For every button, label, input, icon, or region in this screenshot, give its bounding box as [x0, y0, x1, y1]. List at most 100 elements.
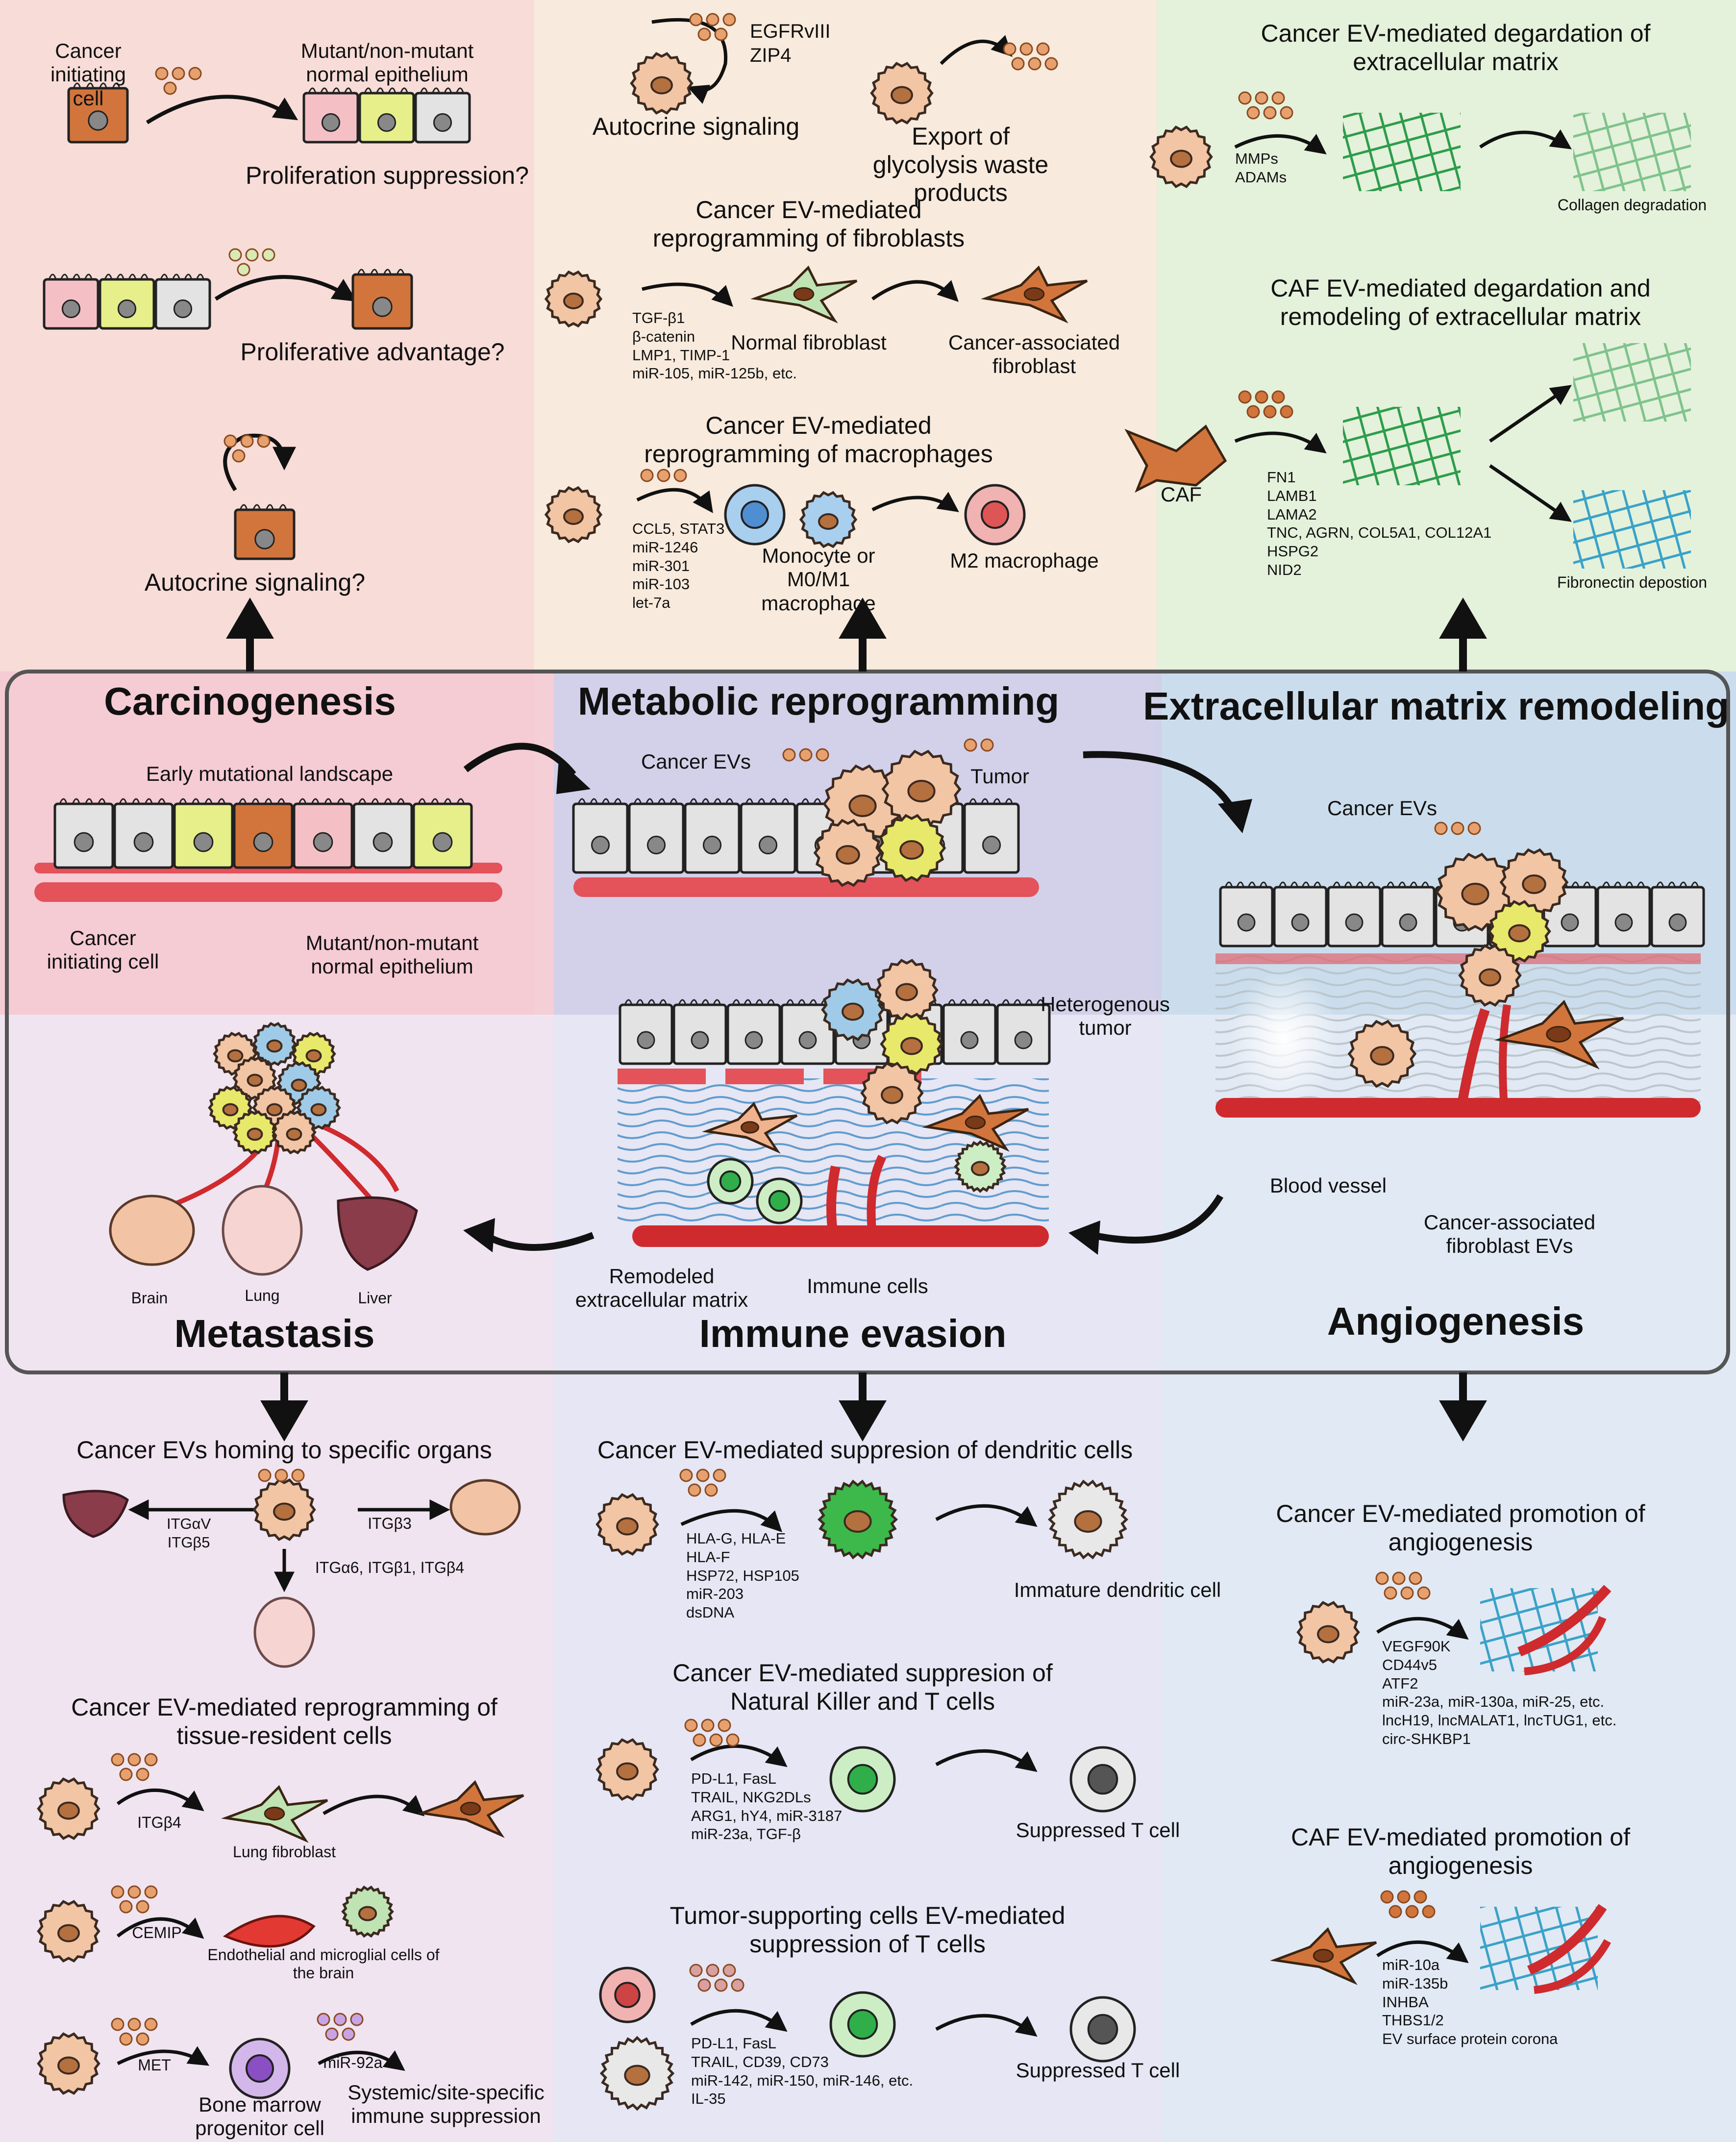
mets-itg-brain: ITGβ3 — [368, 1515, 412, 1532]
tumor-supporting-cell-nucleus — [614, 1982, 641, 2008]
normal-epi-cell-villus — [60, 274, 69, 280]
epi-cell-villus — [947, 999, 956, 1005]
epi-cell-villus — [1301, 881, 1310, 888]
epi-cell-villus — [1613, 881, 1622, 888]
cargo-item: IL-35 — [691, 2090, 726, 2108]
ev-dot — [1028, 57, 1042, 71]
normal-epi-cell-nucleus — [377, 113, 397, 132]
ecm-cargo1: MMPs ADAMs — [1235, 149, 1287, 187]
epi-cell-nucleus — [1561, 913, 1579, 932]
epi-cell-villus — [809, 999, 818, 1005]
tumor-cell-nucleus — [907, 780, 936, 802]
epi-cell-villus — [755, 999, 764, 1005]
monocyte-nucleus — [741, 500, 769, 529]
ev-dot — [1246, 405, 1260, 419]
normal-epi-cell-villus — [196, 274, 204, 280]
ev-dot — [1238, 91, 1252, 105]
epi-cell-villus — [981, 798, 989, 804]
ev-dot — [731, 1978, 744, 1992]
epi-cell-villus — [384, 798, 392, 804]
epi-cell-villus — [713, 999, 721, 1005]
cargo-item: CD44v5 — [1382, 1656, 1437, 1673]
epi-cell-nucleus — [313, 832, 333, 852]
epi-cell-nucleus — [702, 835, 722, 855]
epi-cell-villus — [1571, 881, 1580, 888]
ev-dot — [1414, 1890, 1427, 1904]
hub-heterogenous-label: Heterogenous tumor — [1041, 993, 1170, 1040]
t-cell-nucleus — [847, 2009, 878, 2040]
cargo-item: HLA-F — [686, 1548, 730, 1566]
epi-cell-nucleus — [1345, 913, 1364, 932]
imm-nk-title: Cancer EV-mediated suppresion of Natural… — [672, 1659, 1053, 1715]
epi-cell-villus — [1036, 999, 1045, 1005]
tumor-cell-nucleus — [881, 1086, 903, 1104]
epi-cell-villus — [601, 798, 610, 804]
epi-cell-villus — [371, 798, 379, 804]
ev-dot — [640, 469, 654, 482]
ecm-collagen: Collagen degradation — [1557, 196, 1707, 214]
ev-dot — [673, 469, 687, 482]
ev-dot — [726, 1733, 740, 1747]
epi-cell-villus — [725, 798, 734, 804]
cancer-cell-nucleus — [616, 1517, 639, 1536]
angiogenesis-arrows — [1376, 1617, 1469, 1964]
mets-itg-liver: ITGαV ITGβ5 — [167, 1515, 211, 1552]
ev-dot — [782, 748, 796, 762]
ev-dot — [188, 67, 202, 80]
epi-cell-villus — [713, 798, 722, 804]
mets-reprog-title: Cancer EV-mediated reprogramming of tiss… — [71, 1694, 497, 1749]
epi-cell-nucleus — [1399, 913, 1417, 932]
ev-dot — [1397, 1890, 1411, 1904]
epi-cell-villus — [659, 999, 668, 1005]
normal-epi-cell-villus — [308, 87, 317, 94]
epithelium-metabolic — [573, 877, 1039, 897]
epi-cell-villus — [1278, 881, 1287, 888]
endothelial-cell — [223, 1915, 316, 1948]
epi-cell-nucleus — [1237, 913, 1256, 932]
epi-cell-villus — [277, 798, 286, 804]
ev-dot — [333, 2013, 347, 2026]
cargo-item: ITGαV — [167, 1515, 211, 1532]
epi-cell-villus — [1583, 881, 1591, 888]
cargo-item: TRAIL, NKG2DLs — [691, 1788, 811, 1806]
met-fib-cargo: TGF-β1 β-catenin LMP1, TIMP-1 miR-105, m… — [632, 309, 797, 383]
normal-epi-cell-villus — [444, 87, 452, 94]
tumor-cell-nucleus — [1479, 968, 1501, 987]
ev-dot — [291, 1469, 305, 1482]
cic-cell-villus — [370, 269, 379, 275]
cargo-item: LMP1, TIMP-1 — [632, 346, 730, 364]
cargo-item: miR-301 — [632, 557, 690, 574]
ev-dot — [684, 1719, 698, 1732]
normal-epi-cell-villus — [364, 87, 372, 94]
cell-layer — [37, 13, 1705, 2111]
hub-ecm-title: Extracellular matrix remodeling — [1142, 684, 1729, 728]
imm-suppressed-t: Suppressed T cell — [1016, 1818, 1180, 1842]
ev-dot — [127, 2017, 141, 2031]
ev-dot — [1019, 42, 1033, 56]
epi-cell-nucleus — [744, 1031, 763, 1049]
epi-cell-villus — [217, 798, 226, 804]
epi-cell-villus — [968, 798, 977, 804]
epi-cell-nucleus — [982, 835, 1001, 855]
cancer-cell-nucleus — [563, 508, 584, 525]
ev-dot — [964, 738, 977, 752]
caf-cell-nucleus — [965, 1115, 986, 1130]
normal-epi-cell-villus — [72, 274, 81, 280]
ev-dot — [237, 263, 250, 276]
normal-epi-cell-villus — [116, 274, 124, 280]
epi-cell-villus — [744, 999, 752, 1005]
cargo-item: miR-105, miR-125b, etc. — [632, 365, 797, 382]
metastatic-cell-nucleus — [310, 1103, 327, 1117]
epi-cell-villus — [191, 798, 200, 804]
epi-cell-villus — [1679, 881, 1687, 888]
normal-epi-cell-villus — [160, 274, 169, 280]
epi-cell-nucleus — [637, 1031, 655, 1049]
cic-cell-villus — [265, 504, 274, 510]
mets-met: MET — [138, 2056, 171, 2074]
imm-dc-cargo: HLA-G, HLA-E HLA-F HSP72, HSP105 miR-203… — [686, 1529, 799, 1622]
cancer-cell-nucleus — [57, 1924, 80, 1943]
epi-cell-villus — [577, 798, 586, 804]
ang-cargo1: VEGF90K CD44v5 ATF2 miR-23a, miR-130a, m… — [1382, 1637, 1616, 1748]
